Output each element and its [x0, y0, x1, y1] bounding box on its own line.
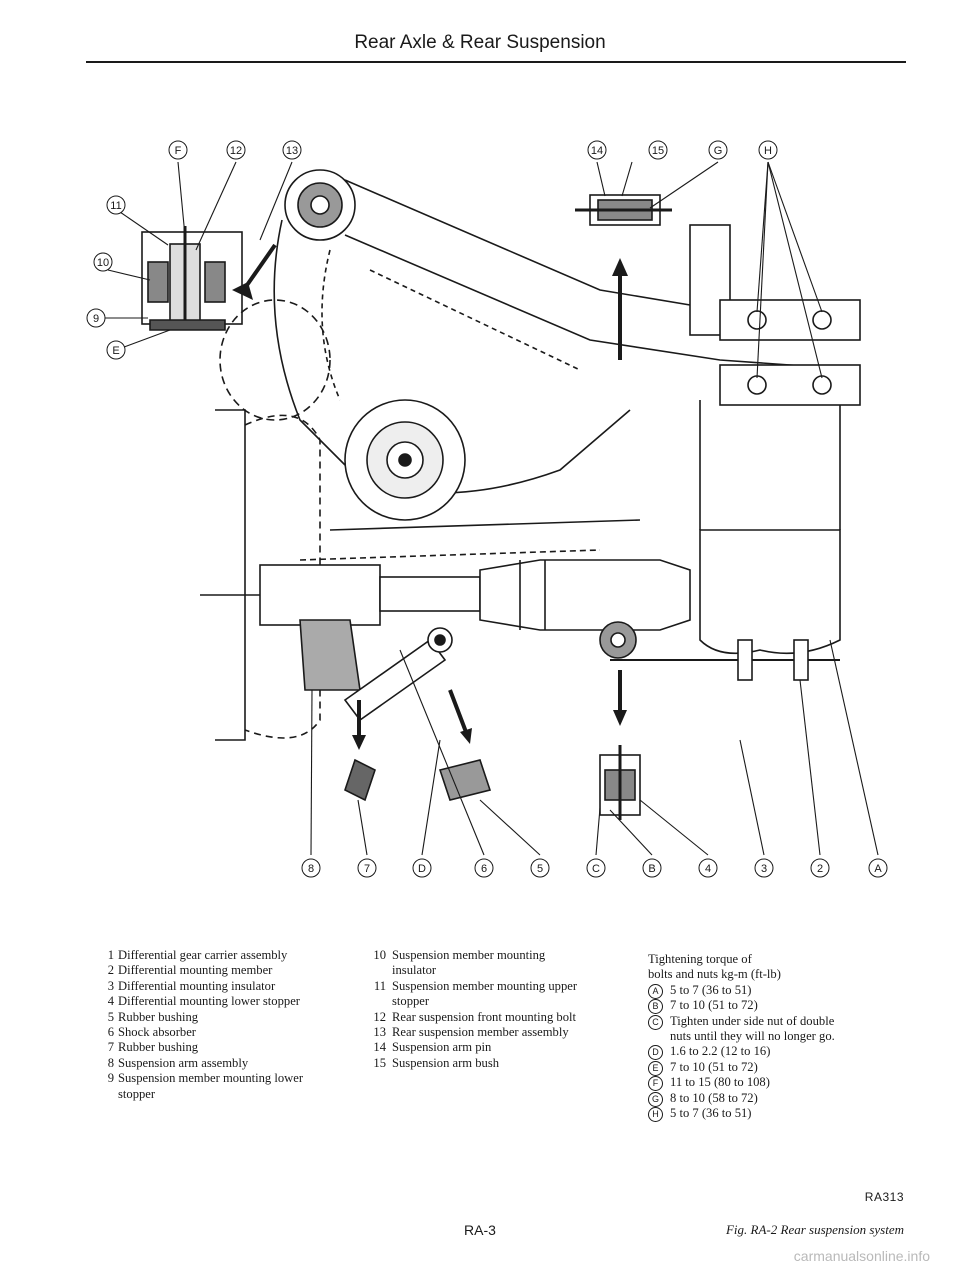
callout-9: 9	[93, 313, 99, 325]
callout-4: 4	[705, 863, 711, 875]
torque-title-line2: bolts and nuts kg-m (ft-lb)	[648, 967, 781, 982]
callout-11: 11	[110, 200, 121, 212]
callout-12: 12	[230, 145, 242, 157]
callout-G: G	[714, 145, 723, 157]
exploded-details	[344, 745, 641, 820]
drive-shaft	[259, 559, 691, 631]
callout-labels: F 12 13 11 10 9 E 14 15 G H 8 7 D 6 5 C …	[86, 140, 888, 878]
arrow-shafts	[243, 243, 622, 735]
suspension-arm-assembly	[299, 399, 641, 561]
torque-legend: Tightening torque of bolts and nuts kg-m…	[648, 952, 858, 1123]
differential-carrier	[599, 224, 861, 681]
callout-F: F	[175, 145, 182, 157]
callout-7: 7	[364, 863, 370, 875]
page-number: RA-3	[464, 1222, 496, 1238]
suspension-arm-pin-detail	[575, 194, 672, 226]
callout-H: H	[764, 145, 772, 157]
callout-D: D	[418, 863, 426, 875]
callout-10: 10	[97, 257, 109, 269]
figure-caption: Fig. RA-2 Rear suspension system	[725, 1222, 904, 1237]
rear-suspension-member	[273, 169, 861, 494]
leader-lines	[100, 161, 879, 856]
callout-C: C	[592, 863, 600, 875]
callout-A: A	[874, 863, 882, 875]
suspension-member-mount-detail	[141, 226, 243, 331]
callout-8: 8	[308, 863, 314, 875]
callout-B: B	[648, 863, 655, 875]
header-rule	[86, 61, 906, 63]
torque-title-line1: Tightening torque of	[648, 952, 752, 966]
callout-13: 13	[286, 145, 298, 157]
callout-14: 14	[591, 145, 603, 157]
watermark: carmanualsonline.info	[793, 1248, 930, 1264]
page-header-title: Rear Axle & Rear Suspension	[354, 32, 606, 53]
callout-5: 5	[537, 863, 543, 875]
callout-6: 6	[481, 863, 487, 875]
callout-3: 3	[761, 863, 767, 875]
suspension-diagram: F 12 13 11 10 9 E 14 15 G H 8 7 D 6 5 C …	[86, 140, 888, 878]
callout-2: 2	[817, 863, 823, 875]
callout-15: 15	[652, 145, 664, 157]
callout-E: E	[112, 345, 119, 357]
direction-arrows	[232, 258, 628, 750]
figure-code: RA313	[864, 1190, 904, 1204]
shock-absorber	[299, 619, 453, 722]
